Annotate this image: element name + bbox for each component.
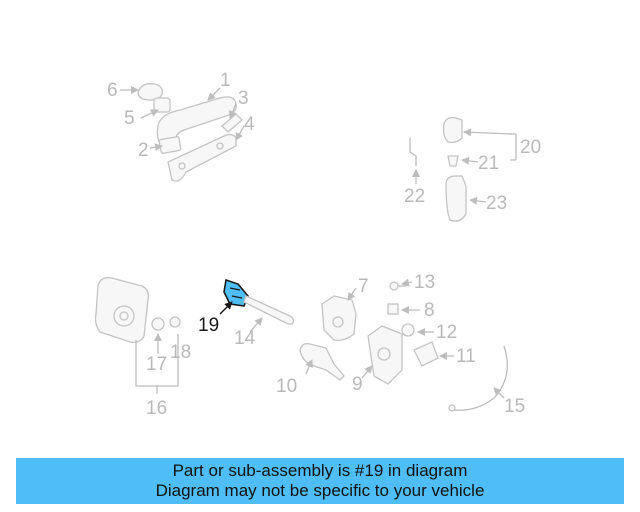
part-19-highlighted <box>223 278 249 307</box>
part-20-hinge <box>442 116 463 144</box>
callout-10: 10 <box>276 376 297 397</box>
part-23-striker <box>445 175 467 222</box>
part-4-bracket <box>167 133 237 182</box>
callout-12: 12 <box>436 322 457 343</box>
part-16-module <box>94 277 150 344</box>
callout-15: 15 <box>504 396 525 417</box>
callout-13: 13 <box>414 272 435 293</box>
part-17-clip <box>151 317 165 331</box>
callout-16: 16 <box>146 398 167 419</box>
part-9-lock <box>367 325 403 385</box>
callout-17: 17 <box>146 354 167 375</box>
callout-3: 3 <box>238 88 249 109</box>
callout-20: 20 <box>520 137 541 158</box>
callout-1: 1 <box>220 70 231 91</box>
part-8-bolt <box>387 303 399 315</box>
info-banner: Part or sub-assembly is #19 in diagram D… <box>16 458 624 504</box>
part-2-gasket <box>158 136 182 154</box>
banner-line-1: Part or sub-assembly is #19 in diagram <box>172 461 468 480</box>
part-21-bumper <box>447 155 459 167</box>
callout-8: 8 <box>424 300 435 321</box>
callout-7: 7 <box>358 276 369 297</box>
callout-23: 23 <box>486 193 507 214</box>
callout-18: 18 <box>170 342 191 363</box>
banner-line-2: Diagram may not be specific to your vehi… <box>155 481 485 500</box>
callout-4: 4 <box>244 114 255 135</box>
part-12-screw <box>401 323 415 337</box>
callout-6: 6 <box>107 80 118 101</box>
part-18-clip <box>169 316 181 328</box>
part-11-plate <box>413 341 439 367</box>
part-5-pad <box>153 97 171 113</box>
part-6-cap <box>137 83 163 101</box>
callout-19: 19 <box>198 315 219 336</box>
callout-9: 9 <box>352 374 363 395</box>
callout-5: 5 <box>124 108 135 129</box>
part-15-cable <box>448 345 508 412</box>
part-14-rod <box>243 295 295 325</box>
callout-14: 14 <box>234 328 256 349</box>
part-7-latch <box>321 295 357 342</box>
part-10-lever <box>299 342 345 381</box>
parts-diagram: 1 2 3 4 5 6 7 8 9 10 11 12 13 14 15 16 1… <box>94 70 541 419</box>
part-22-rod <box>409 138 417 166</box>
callout-11: 11 <box>456 346 476 367</box>
callout-2: 2 <box>138 140 149 161</box>
callout-22: 22 <box>404 186 425 207</box>
callout-21: 21 <box>478 153 499 174</box>
